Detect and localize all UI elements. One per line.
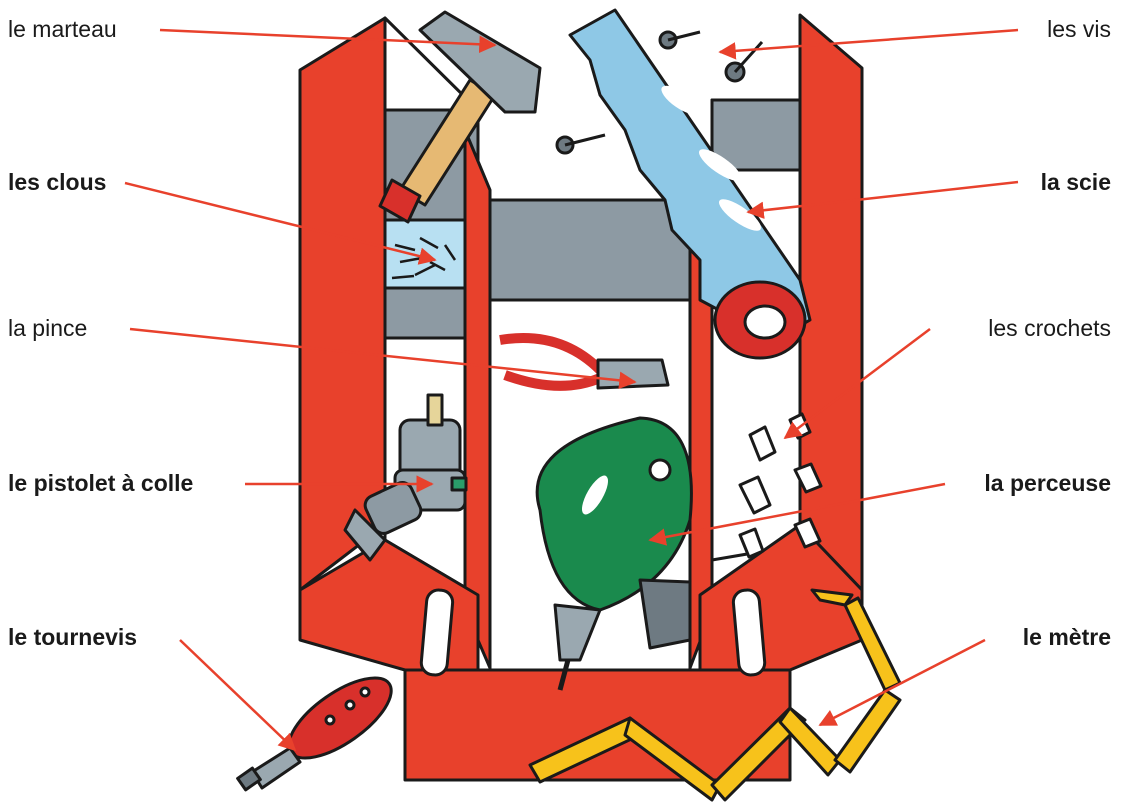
screwdriver (238, 663, 404, 790)
label-screwdriver: le tournevis (8, 626, 137, 649)
toolbox-left-divider (465, 130, 490, 668)
arrow-screws (720, 30, 1018, 52)
toolbox-right-lid (800, 15, 862, 590)
label-screws: les vis (1047, 18, 1111, 41)
toolbox (300, 15, 862, 780)
label-nails: les clous (8, 171, 106, 194)
label-hooks: les crochets (988, 317, 1111, 340)
label-tape-measure: le mètre (1023, 626, 1111, 649)
label-hammer: le marteau (8, 18, 117, 41)
label-drill: la perceuse (984, 472, 1111, 495)
arrow-tape-measure (820, 640, 985, 725)
label-saw: la scie (1041, 171, 1111, 194)
label-pliers: la pince (8, 317, 87, 340)
label-glue-gun: le pistolet à colle (8, 472, 193, 495)
arrow-screwdriver (180, 640, 295, 750)
